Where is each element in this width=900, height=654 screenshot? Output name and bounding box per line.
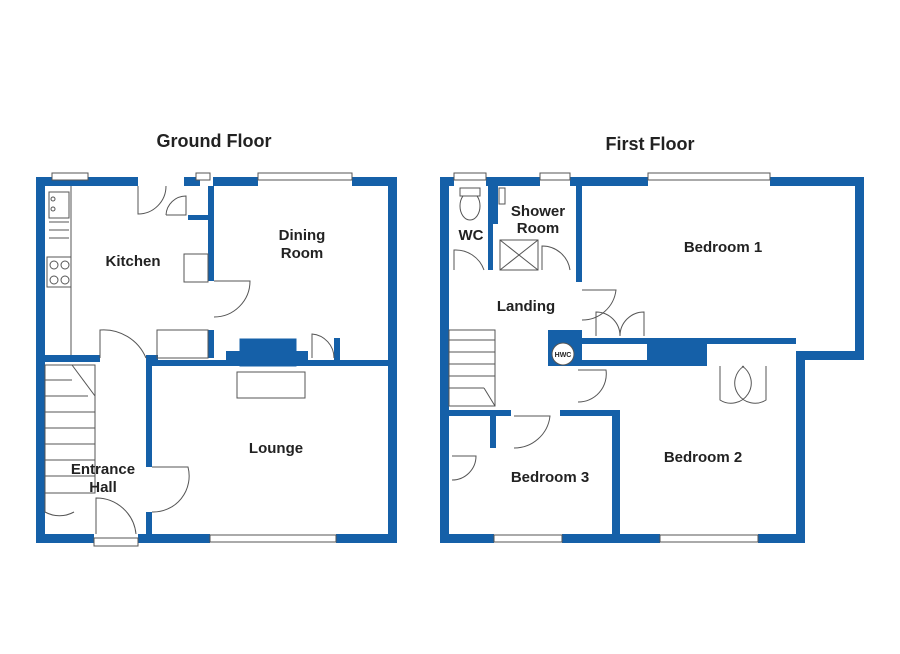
first-door-swings bbox=[451, 245, 767, 481]
sink-icon bbox=[48, 191, 70, 219]
door-swing-icon bbox=[453, 249, 485, 271]
door-swing-icon bbox=[165, 195, 187, 216]
door-swing-icon bbox=[541, 245, 571, 271]
window-icon bbox=[493, 534, 563, 543]
window-icon bbox=[93, 537, 139, 547]
ground-windows bbox=[51, 172, 353, 547]
door-swing-icon bbox=[577, 369, 607, 403]
first-windows bbox=[453, 172, 771, 543]
window-icon bbox=[647, 172, 771, 181]
door-swing-icon bbox=[734, 365, 767, 404]
room-label-landing: Landing bbox=[497, 298, 555, 315]
room-label-kitchen: Kitchen bbox=[105, 253, 160, 270]
room-label-lounge: Lounge bbox=[249, 440, 303, 457]
first-interior-walls bbox=[449, 186, 796, 534]
room-label-entrance-hall-line1: Entrance bbox=[71, 461, 135, 478]
ground-floor-title: Ground Floor bbox=[157, 131, 272, 151]
door-swing-icon bbox=[213, 280, 251, 318]
cylinder-icon: HWC bbox=[551, 342, 575, 366]
door-swing-icon bbox=[581, 289, 617, 321]
ground-door-swings bbox=[44, 185, 335, 535]
first-outer-walls bbox=[440, 177, 864, 543]
kitchen-fittings bbox=[46, 186, 209, 359]
room-label-shower-room-line2: Room bbox=[517, 220, 560, 237]
door-swing-icon bbox=[451, 455, 477, 481]
first-staircase-icon bbox=[448, 329, 496, 407]
room-label-dining-room-line2: Room bbox=[281, 245, 324, 262]
room-label-bedroom-3: Bedroom 3 bbox=[511, 469, 589, 486]
room-label-bedroom-2: Bedroom 2 bbox=[664, 449, 742, 466]
door-swing-icon bbox=[99, 329, 147, 359]
door-swing-icon bbox=[95, 497, 137, 535]
room-label-wc: WC bbox=[459, 227, 484, 244]
worktop-lines bbox=[49, 221, 69, 239]
door-swing-icon bbox=[595, 311, 621, 337]
room-label-shower-room-line1: Shower bbox=[511, 203, 565, 220]
window-icon bbox=[659, 534, 759, 543]
door-swing-icon bbox=[719, 365, 752, 404]
door-swing-icon bbox=[137, 185, 167, 215]
ground-floor-plan: Ground Floor bbox=[36, 131, 397, 547]
bathroom-fittings bbox=[459, 187, 539, 271]
ground-interior-walls bbox=[45, 186, 396, 534]
window-icon bbox=[453, 172, 487, 181]
ground-chimney-breast-icon bbox=[226, 338, 308, 399]
room-label-bedroom-1: Bedroom 1 bbox=[684, 239, 762, 256]
room-label-dining-room-line1: Dining bbox=[279, 227, 326, 244]
window-icon bbox=[209, 534, 337, 543]
window-icon bbox=[539, 172, 571, 181]
window-icon bbox=[195, 172, 211, 181]
hwc-label: HWC bbox=[555, 352, 572, 359]
window-icon bbox=[257, 172, 353, 181]
room-label-entrance-hall-line2: Hall bbox=[89, 479, 117, 496]
door-swing-icon bbox=[44, 480, 75, 517]
first-floor-plan: First Floor bbox=[440, 134, 864, 543]
door-swing-icon bbox=[619, 311, 645, 337]
ground-staircase-icon bbox=[44, 364, 96, 494]
first-floor-title: First Floor bbox=[606, 134, 695, 154]
door-swing-icon bbox=[513, 415, 551, 449]
door-swing-icon bbox=[311, 333, 335, 359]
door-swing-icon bbox=[151, 466, 190, 513]
window-icon bbox=[51, 172, 89, 181]
